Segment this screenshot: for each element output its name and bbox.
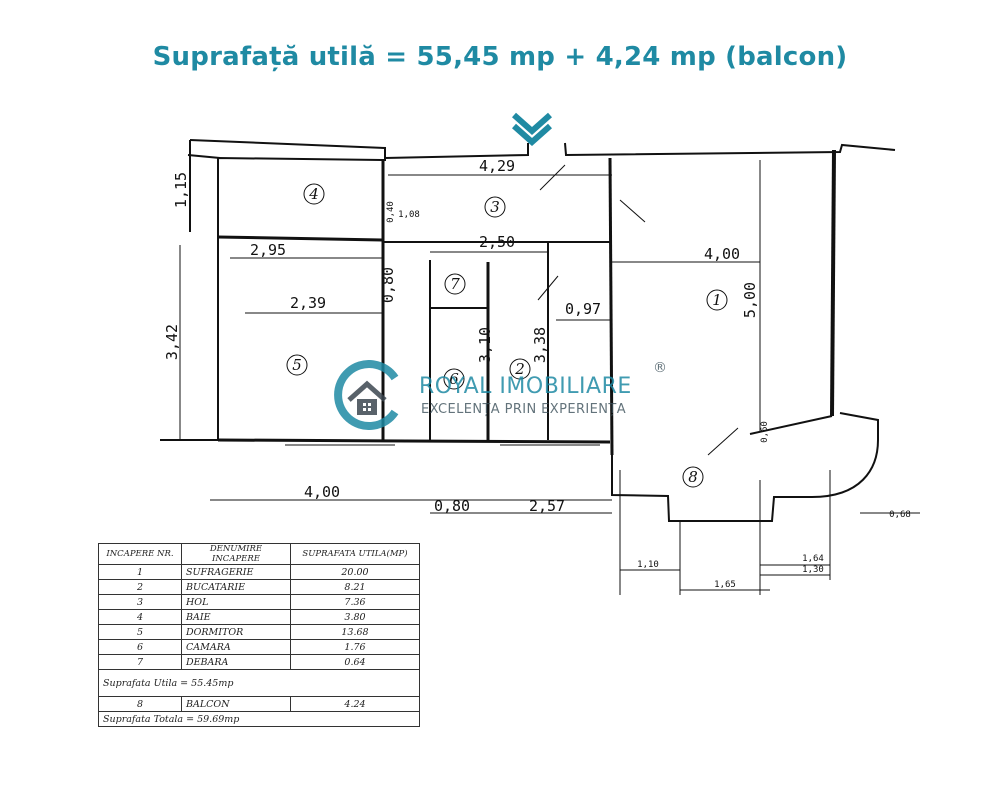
room-number-label: 1 [712,291,722,309]
dimension-label: 1,10 [637,560,659,570]
cell-nr: 7 [98,654,182,670]
cell-nr: 3 [98,594,182,610]
dimension-label: 1,08 [398,210,420,220]
dimension-label: 2,39 [290,294,326,312]
dimension-label: 5,00 [741,282,759,318]
cell-name: CAMARA [181,639,291,655]
cell-name: DORMITOR [181,624,291,640]
room-number-label: 8 [688,468,698,486]
cell-nr: 1 [98,564,182,580]
double-chevron-down-icon [512,112,552,146]
grand-total-row: Suprafata Totala = 59.69mp [98,711,420,727]
header-room-nr: INCAPERE NR. [98,543,182,565]
dimension-label: 3,42 [163,324,181,360]
cell-nr: 4 [98,609,182,625]
grand-total: Suprafata Totala = 59.69mp [98,711,420,727]
room-area-table: INCAPERE NR. DENUMIRE INCAPERE SUPRAFATA… [98,543,420,727]
dimension-label: 0,80 [434,497,470,515]
brand-logo: ROYAL IMOBILIARE EXCELENȚA PRIN EXPERIEN… [323,360,683,430]
brand-name: ROYAL IMOBILIARE [419,374,632,399]
cell-area: 8.21 [290,579,420,595]
cell-area: 3.80 [290,609,420,625]
dimension-label: 4,29 [479,157,515,175]
dimension-label: 0,80 [379,267,397,303]
room-number-label: 6 [449,370,459,388]
cell-area: 0.64 [290,654,420,670]
cell-nr: 6 [98,639,182,655]
cell-nr: 8 [98,696,182,712]
dimension-label: 4,00 [704,245,740,263]
cell-nr: 5 [98,624,182,640]
header-area: SUPRAFATA UTILA(MP) [290,543,420,565]
dimension-label: 3,10 [476,327,494,363]
dimension-label: 1,30 [802,565,824,575]
cell-name: SUFRAGERIE [181,564,291,580]
cell-area: 20.00 [290,564,420,580]
room-number-label: 3 [490,198,500,216]
cell-name: DEBARA [181,654,291,670]
cell-area: 1.76 [290,639,420,655]
cell-area: 4.24 [290,696,420,712]
room-number-label: 5 [292,356,302,374]
registered-mark: ® [653,360,667,376]
dimension-label: 0,40 [386,201,396,223]
dimension-label: 0,97 [565,300,601,318]
cell-area: 7.36 [290,594,420,610]
room-number-label: 2 [514,360,525,378]
cell-name: BUCATARIE [181,579,291,595]
brand-tagline: EXCELENȚA PRIN EXPERIENȚA [421,402,626,417]
room-number-label: 4 [308,185,319,203]
room-number-label: 7 [450,275,460,293]
dimension-label: 4,00 [304,483,340,501]
dimension-label: 3,38 [531,327,549,363]
util-total-row: Suprafata Utila = 55.45mp [98,669,420,697]
dimension-label: 0,68 [889,510,911,520]
util-total: Suprafata Utila = 55.45mp [98,669,420,697]
dimension-label: 2,50 [479,233,515,251]
cell-name: BALCON [181,696,291,712]
header-room-name: DENUMIRE INCAPERE [181,543,291,565]
dimension-label: 1,65 [714,580,736,590]
dimension-label: 2,95 [250,241,286,259]
dimension-label: 1,15 [172,172,190,208]
dimension-label: 0,60 [760,421,770,443]
page-title: Suprafață utilă = 55,45 mp + 4,24 mp (ba… [152,42,848,72]
cell-nr: 2 [98,579,182,595]
house-in-circle-icon [334,360,399,430]
cell-area: 13.68 [290,624,420,640]
cell-name: BAIE [181,609,291,625]
dimension-label: 1,64 [802,554,824,564]
dimension-label: 2,57 [529,497,565,515]
cell-name: HOL [181,594,291,610]
